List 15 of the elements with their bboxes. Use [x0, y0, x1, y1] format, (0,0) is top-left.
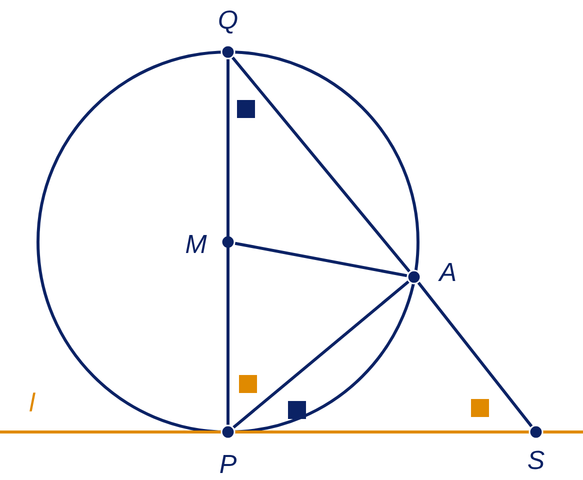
line-label: l: [30, 392, 36, 412]
point: [220, 44, 236, 60]
point-label: Q: [219, 10, 238, 34]
point-label: S: [528, 450, 544, 470]
point: [528, 424, 544, 440]
point-label: M: [186, 235, 207, 253]
point-label: P: [220, 455, 236, 473]
segment: [234, 242, 408, 278]
segment: [226, 59, 230, 425]
point: [220, 424, 236, 440]
point: [406, 270, 422, 284]
point-label: A: [438, 263, 456, 281]
segment: [417, 282, 533, 428]
segment: [231, 56, 411, 272]
segment: [232, 280, 410, 429]
